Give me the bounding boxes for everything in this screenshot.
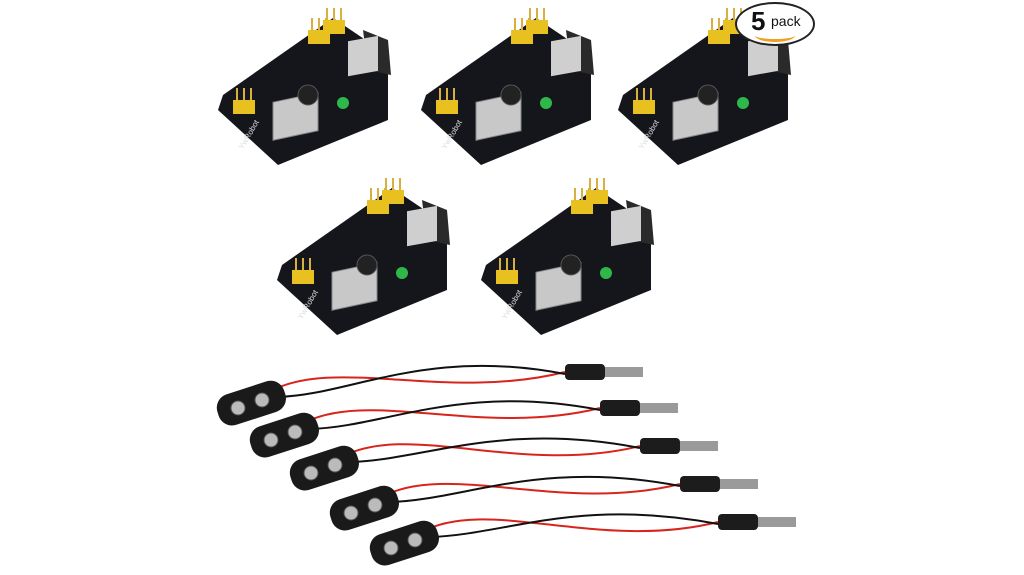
jumper xyxy=(292,270,314,284)
jumper xyxy=(586,190,608,204)
dc-plug-barrel xyxy=(640,403,678,413)
power-switch xyxy=(748,35,778,77)
jumper xyxy=(382,190,404,204)
black-wire xyxy=(429,513,719,538)
red-wire xyxy=(299,407,601,426)
power-supply-board: YwRobot xyxy=(218,8,391,165)
capacitor xyxy=(697,84,719,106)
snap-terminal xyxy=(327,457,343,473)
snap-terminal xyxy=(407,532,423,548)
capacitor xyxy=(356,254,378,276)
led xyxy=(600,267,612,279)
jumper xyxy=(496,270,518,284)
dc-plug-body xyxy=(680,476,720,492)
dc-plug-barrel xyxy=(605,367,643,377)
battery-snap xyxy=(369,520,439,566)
snap-terminal xyxy=(383,540,399,556)
red-wire xyxy=(339,443,641,459)
battery-clip-cable xyxy=(216,364,643,426)
dc-plug-body xyxy=(718,514,758,530)
dc-plug-barrel xyxy=(720,479,758,489)
battery-clip-cable xyxy=(289,437,718,491)
pack-label: pack xyxy=(771,13,801,29)
dc-plug-barrel xyxy=(758,517,796,527)
power-switch xyxy=(551,35,581,77)
battery-clip-cable xyxy=(329,475,758,531)
jumper xyxy=(526,20,548,34)
dc-plug-body xyxy=(600,400,640,416)
dc-plug-barrel xyxy=(680,441,718,451)
led xyxy=(337,97,349,109)
battery-clip-cable xyxy=(369,513,796,566)
snap-terminal xyxy=(343,505,359,521)
red-wire xyxy=(379,482,681,499)
snap-terminal xyxy=(230,400,246,416)
pack-badge: 5 pack xyxy=(735,2,815,46)
capacitor xyxy=(560,254,582,276)
led xyxy=(396,267,408,279)
snap-terminal xyxy=(263,432,279,448)
power-supply-board: YwRobot xyxy=(277,178,450,335)
snap-terminal xyxy=(287,424,303,440)
black-wire xyxy=(349,437,641,463)
led xyxy=(540,97,552,109)
jumper xyxy=(633,100,655,114)
dc-plug-body xyxy=(640,438,680,454)
snap-terminal xyxy=(254,392,270,408)
jumper xyxy=(233,100,255,114)
power-supply-board: YwRobot xyxy=(481,178,654,335)
red-wire xyxy=(266,371,566,394)
black-wire xyxy=(309,400,601,430)
black-wire xyxy=(276,364,566,398)
red-wire xyxy=(419,518,719,534)
power-supply-board: YwRobot xyxy=(421,8,594,165)
battery-snap xyxy=(289,445,359,491)
jumper xyxy=(323,20,345,34)
amazon-smile-icon xyxy=(755,29,795,42)
jumper xyxy=(436,100,458,114)
power-switch xyxy=(407,205,437,247)
snap-terminal xyxy=(367,497,383,513)
black-wire xyxy=(389,475,681,503)
power-switch xyxy=(348,35,378,77)
capacitor xyxy=(500,84,522,106)
led xyxy=(737,97,749,109)
power-switch xyxy=(611,205,641,247)
battery-clip-cable xyxy=(249,400,678,458)
battery-snap xyxy=(329,485,399,531)
capacitor xyxy=(297,84,319,106)
dc-plug-body xyxy=(565,364,605,380)
snap-terminal xyxy=(303,465,319,481)
